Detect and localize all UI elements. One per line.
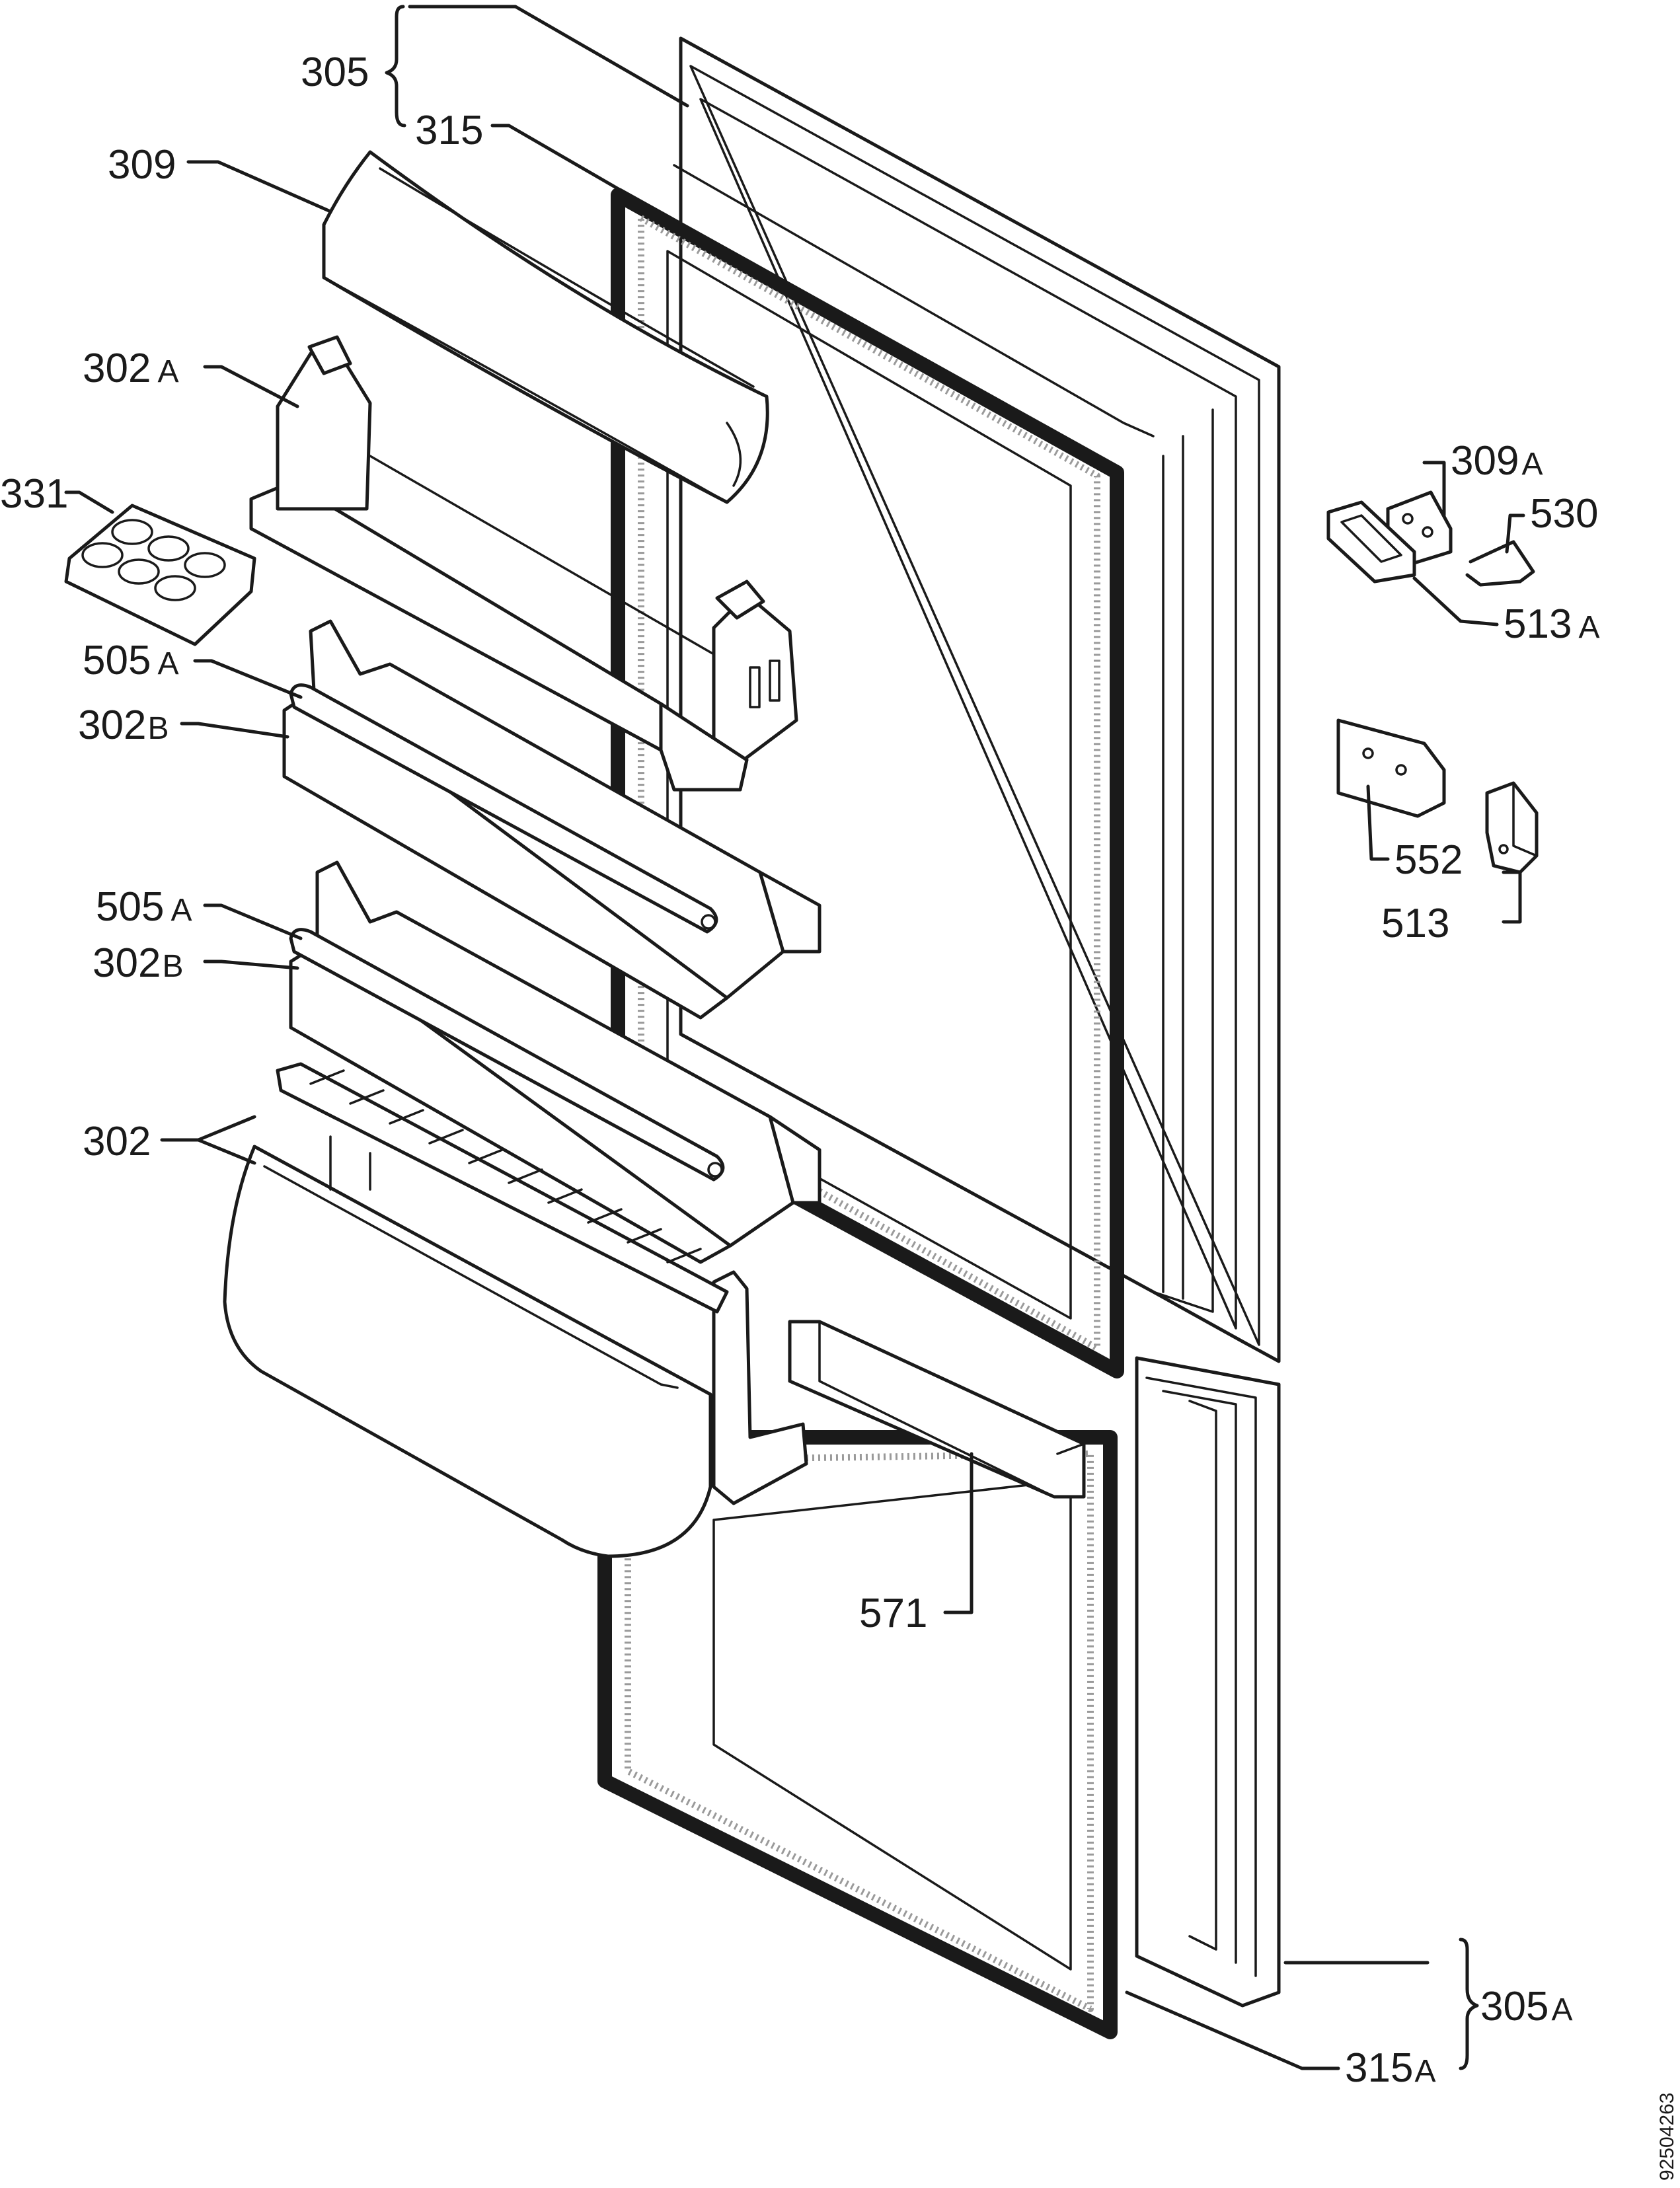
hinge-bracket-513a — [1326, 500, 1416, 584]
label-305a: 305A — [1480, 1984, 1572, 2029]
label-530: 530 — [1530, 491, 1598, 537]
label-331: 331 — [0, 471, 68, 517]
door-balcony-302 — [223, 1062, 808, 1558]
drawing-reference-number: 92504263 — [1656, 2093, 1678, 2181]
hinge-clip-530 — [1465, 540, 1535, 587]
label-305: 305 — [301, 50, 369, 95]
door-shelf-302a — [249, 335, 798, 792]
hinge-513 — [1485, 781, 1539, 874]
label-309a: 309A — [1451, 438, 1543, 484]
label-302b-lower: 302B — [93, 940, 183, 986]
door-bar-571 — [788, 1320, 1086, 1499]
door-shelf-302b-lower — [289, 860, 821, 1264]
lower-door-panel — [1135, 1356, 1281, 2008]
label-315a: 315A — [1345, 2045, 1435, 2091]
label-309: 309 — [108, 142, 176, 188]
egg-tray — [64, 504, 256, 646]
label-571: 571 — [859, 1591, 927, 1636]
upper-door-panel — [673, 36, 1281, 1363]
hinge-plate-552 — [1336, 718, 1446, 818]
label-302: 302 — [83, 1119, 151, 1164]
label-302b-upper: 302B — [78, 702, 169, 748]
door-shelf-302b-upper — [282, 619, 821, 1020]
balcony-grille — [309, 1069, 702, 1264]
label-552: 552 — [1394, 837, 1463, 883]
label-315: 315 — [415, 108, 483, 153]
label-513: 513 — [1381, 901, 1449, 946]
dairy-cover — [322, 150, 769, 504]
leader-lines — [64, 5, 1525, 2070]
